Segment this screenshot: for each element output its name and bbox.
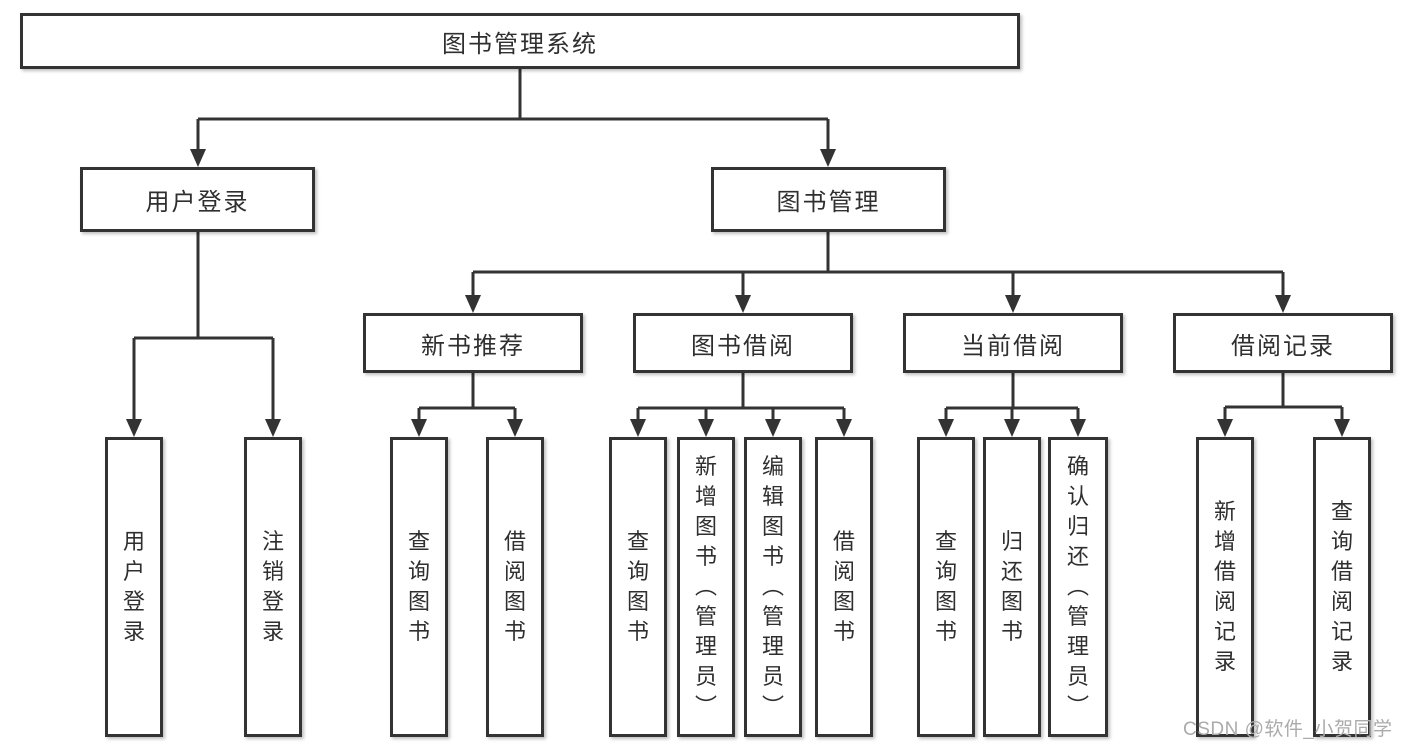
leaf-records-add-record: 新 增 借 阅 记 录 [1196,437,1254,737]
node-new-book-recommend: 新书推荐 [363,313,583,373]
node-borrow-records-label: 借阅记录 [1231,332,1335,360]
node-book-management: 图书管理 [711,167,946,232]
leaf-logout-label: 注 销 登 录 [261,529,284,644]
leaf-current-query-books-label: 查 询 图 书 [934,529,957,644]
leaf-borrowing-add-books-admin-label: 新 增 图 书 ︵ 管 理 员 ︶ [694,454,717,719]
leaf-borrowing-borrow-books-label: 借 阅 图 书 [832,529,855,644]
node-book-borrowing-label: 图书借阅 [691,332,795,360]
node-library-system: 图书管理系统 [20,13,1020,69]
leaf-borrowing-borrow-books: 借 阅 图 书 [815,437,873,737]
leaf-user-login: 用 户 登 录 [105,437,163,737]
leaf-records-query-record-label: 查 询 借 阅 记 录 [1330,499,1353,674]
leaf-newbook-borrow-books: 借 阅 图 书 [486,437,544,737]
arrowheads [126,149,1350,437]
leaf-borrowing-edit-books-admin-label: 编 辑 图 书 ︵ 管 理 员 ︶ [761,454,784,719]
node-book-borrowing: 图书借阅 [633,313,853,373]
leaf-records-query-record: 查 询 借 阅 记 录 [1313,437,1371,737]
leaf-records-add-record-label: 新 增 借 阅 记 录 [1213,499,1236,674]
node-user-login-label: 用户登录 [145,189,250,216]
leaf-current-return-books-label: 归 还 图 书 [1000,529,1023,644]
leaf-borrowing-query-books: 查 询 图 书 [609,437,667,737]
leaf-user-login-label: 用 户 登 录 [122,529,145,644]
leaf-current-confirm-return-admin-label: 确 认 归 还 ︵ 管 理 员 ︶ [1066,454,1089,719]
leaf-newbook-borrow-books-label: 借 阅 图 书 [503,529,526,644]
node-library-system-label: 图书管理系统 [442,30,598,58]
leaf-borrowing-query-books-label: 查 询 图 书 [626,529,649,644]
leaf-current-return-books: 归 还 图 书 [983,437,1041,737]
node-book-management-label: 图书管理 [776,189,881,216]
watermark: CSDN @软件_小贺同学 [1183,719,1393,740]
node-current-borrowing: 当前借阅 [903,313,1123,373]
leaf-current-confirm-return-admin: 确 认 归 还 ︵ 管 理 员 ︶ [1048,437,1108,737]
node-borrow-records: 借阅记录 [1173,313,1393,373]
leaf-current-query-books: 查 询 图 书 [917,437,975,737]
node-new-book-recommend-label: 新书推荐 [421,332,525,360]
leaf-newbook-query-books-label: 查 询 图 书 [407,529,430,644]
leaf-logout: 注 销 登 录 [244,437,302,737]
leaf-borrowing-add-books-admin: 新 增 图 书 ︵ 管 理 员 ︶ [677,437,735,737]
leaf-borrowing-edit-books-admin: 编 辑 图 书 ︵ 管 理 员 ︶ [744,437,802,737]
leaf-newbook-query-books: 查 询 图 书 [390,437,448,737]
node-user-login: 用户登录 [80,167,315,232]
node-current-borrowing-label: 当前借阅 [961,332,1065,360]
